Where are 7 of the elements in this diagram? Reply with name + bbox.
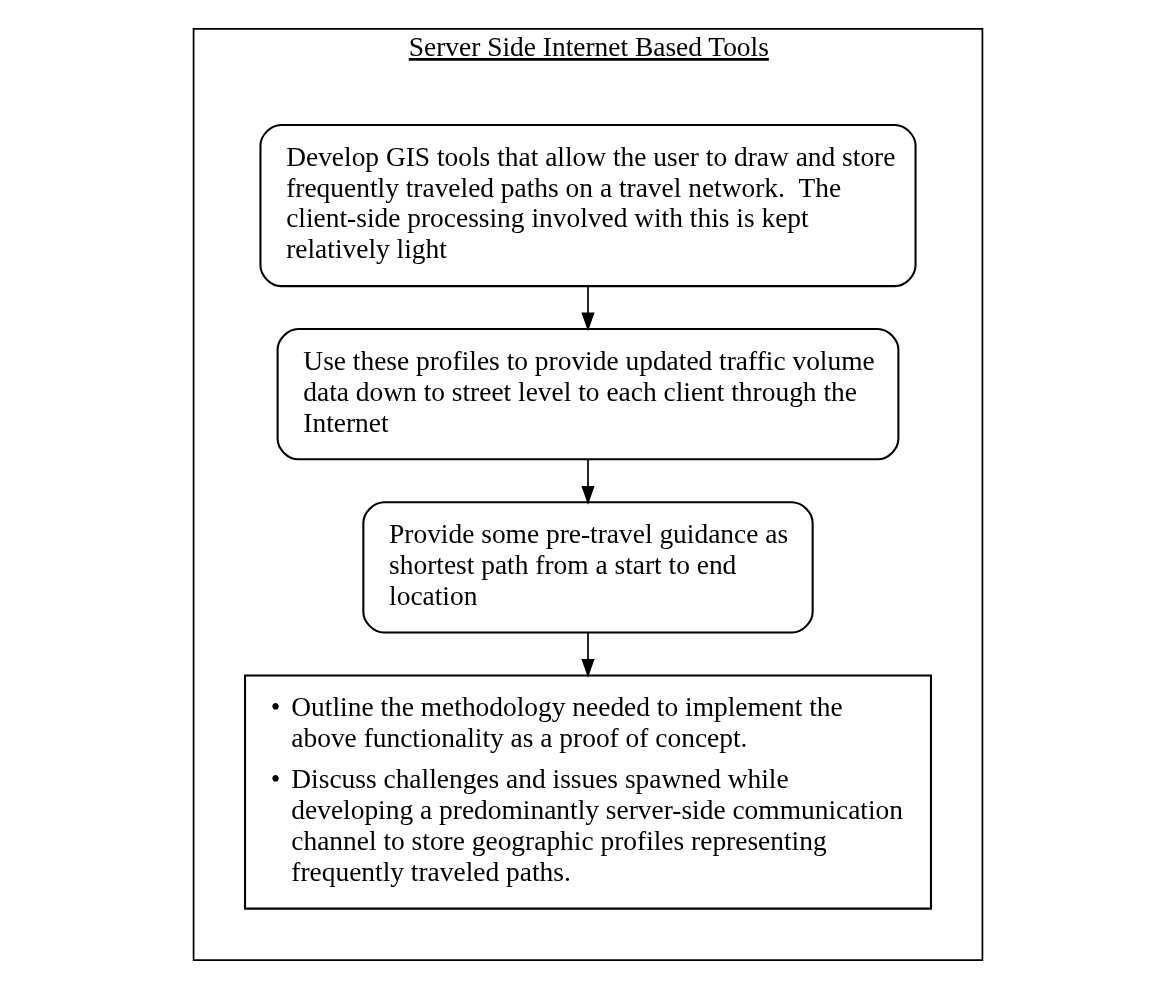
node-box: Provide some pre-travel guidance as shortest path from a start to end location bbox=[362, 501, 814, 634]
node-box: Develop GIS tools that allow the user to draw and store frequently traveled paths on a travel network. The client-side processing involved with this is kept relatively light bbox=[259, 123, 917, 288]
arrow bbox=[581, 285, 595, 332]
arrow bbox=[581, 632, 595, 678]
node-box: Use these profiles to provide updated traffic volume data down to street level to each client through the Internet bbox=[276, 328, 900, 461]
arrow bbox=[581, 458, 595, 505]
node-box: • Outline the methodology needed to implement the above functionality as a proof of concept. • Discuss challenges and issues spawned while developing a predominantly server-side communication channel to store geographic profiles representing frequently traveled paths. bbox=[244, 674, 932, 910]
